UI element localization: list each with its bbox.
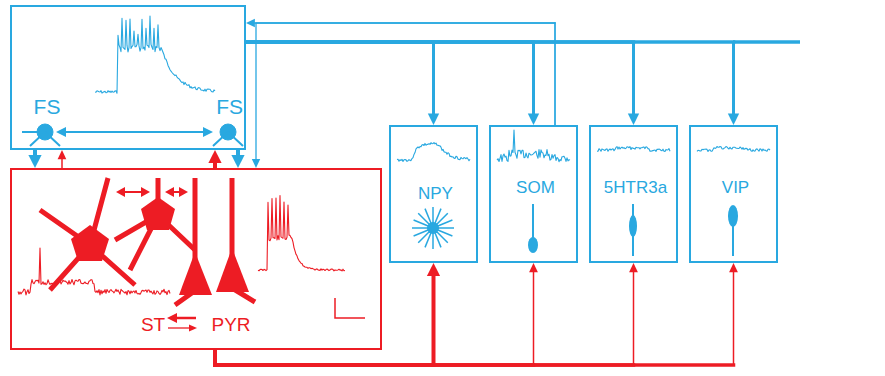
- connector-segment: [633, 269, 635, 365]
- connector-segment: [432, 42, 435, 118]
- npy-cell: [412, 207, 454, 249]
- st-pyr-arrow: [168, 327, 189, 328]
- voltage-trace: [95, 16, 215, 93]
- st-soma: [141, 197, 175, 230]
- connector: [231, 150, 244, 168]
- connector-segment: [61, 156, 63, 168]
- connector: [246, 19, 555, 125]
- connector-segment: [215, 363, 734, 367]
- connector: [58, 150, 67, 168]
- htr3a-soma: [629, 215, 637, 237]
- node-label: VIP: [722, 178, 749, 198]
- connector: [246, 42, 439, 125]
- st-dendrites: [115, 178, 195, 270]
- arrow-head: [116, 187, 125, 197]
- som-soma: [528, 237, 538, 253]
- connector-segment: [533, 269, 535, 365]
- arrow-head: [141, 187, 150, 197]
- voltage-trace: [597, 147, 670, 152]
- arrow-head: [203, 127, 213, 137]
- gap-junction-arrow: [64, 131, 205, 133]
- connector-segment: [213, 350, 217, 365]
- connector-segment: [213, 350, 217, 365]
- connector-segment: [432, 271, 436, 365]
- voltage-trace: [18, 248, 170, 295]
- arrow-head: [167, 313, 177, 323]
- arrow-head: [165, 187, 174, 197]
- voltage-trace: [397, 143, 470, 162]
- st-pyr-box: ST PYR: [10, 168, 382, 350]
- connector: [28, 150, 41, 168]
- interneuron-box: 5HTR3a: [589, 125, 678, 263]
- fs-dendrites: [22, 132, 60, 146]
- connector-segment: [251, 22, 555, 23]
- connector-segment: [632, 42, 635, 118]
- st-pyr-cells: [40, 178, 365, 332]
- som-axon: [532, 204, 534, 240]
- node-label: ST: [141, 314, 165, 336]
- connector: [252, 23, 555, 168]
- arrow-head: [179, 187, 188, 197]
- coupling-arrow: [173, 191, 180, 193]
- st-soma: [71, 225, 109, 261]
- interneuron-box: VIP: [689, 125, 778, 263]
- fs-neurons: [22, 124, 243, 146]
- arrow-head: [189, 325, 197, 332]
- connector-segment: [213, 350, 217, 365]
- pyr-soma: [216, 248, 249, 292]
- connector-segment: [256, 22, 555, 23]
- voltage-trace: [258, 196, 345, 272]
- interneuron-box: SOM: [489, 125, 578, 263]
- npy-soma: [427, 222, 439, 234]
- arrow-head: [56, 127, 66, 137]
- node-label: FS: [34, 95, 61, 119]
- voltage-trace: [697, 147, 770, 152]
- interneuron-box: NPY: [389, 125, 478, 263]
- connector-segment: [236, 150, 240, 160]
- connector-segment: [213, 158, 217, 168]
- voltage-trace: [497, 130, 570, 162]
- connector-segment: [554, 23, 555, 125]
- pyr-soma: [179, 252, 212, 295]
- connector-segment: [532, 42, 535, 118]
- connector: [246, 42, 539, 125]
- connector: [208, 150, 221, 168]
- node-label: PYR: [212, 314, 251, 336]
- connector-segment: [33, 150, 37, 160]
- connector-segment: [733, 269, 735, 365]
- bus-line: [733, 40, 800, 44]
- node-label: NPY: [418, 184, 453, 204]
- connector-segment: [246, 40, 734, 44]
- connector-segment: [732, 42, 735, 118]
- fs-box: FS FS: [10, 5, 246, 150]
- connector-segment: [213, 350, 217, 365]
- node-label: 5HTR3a: [604, 178, 667, 198]
- st-pyr-arrow: [176, 317, 196, 320]
- connector-segment: [554, 23, 555, 125]
- connector: [246, 42, 639, 125]
- fs-dendrites: [213, 132, 243, 146]
- voltage-traces: [18, 16, 770, 295]
- scale-bar: [335, 298, 365, 318]
- connector-segment: [255, 23, 256, 163]
- coupling-arrow: [124, 191, 142, 193]
- node-label: SOM: [516, 178, 555, 198]
- node-label: FS: [216, 95, 243, 119]
- vip-soma: [728, 205, 738, 227]
- connector: [246, 42, 739, 125]
